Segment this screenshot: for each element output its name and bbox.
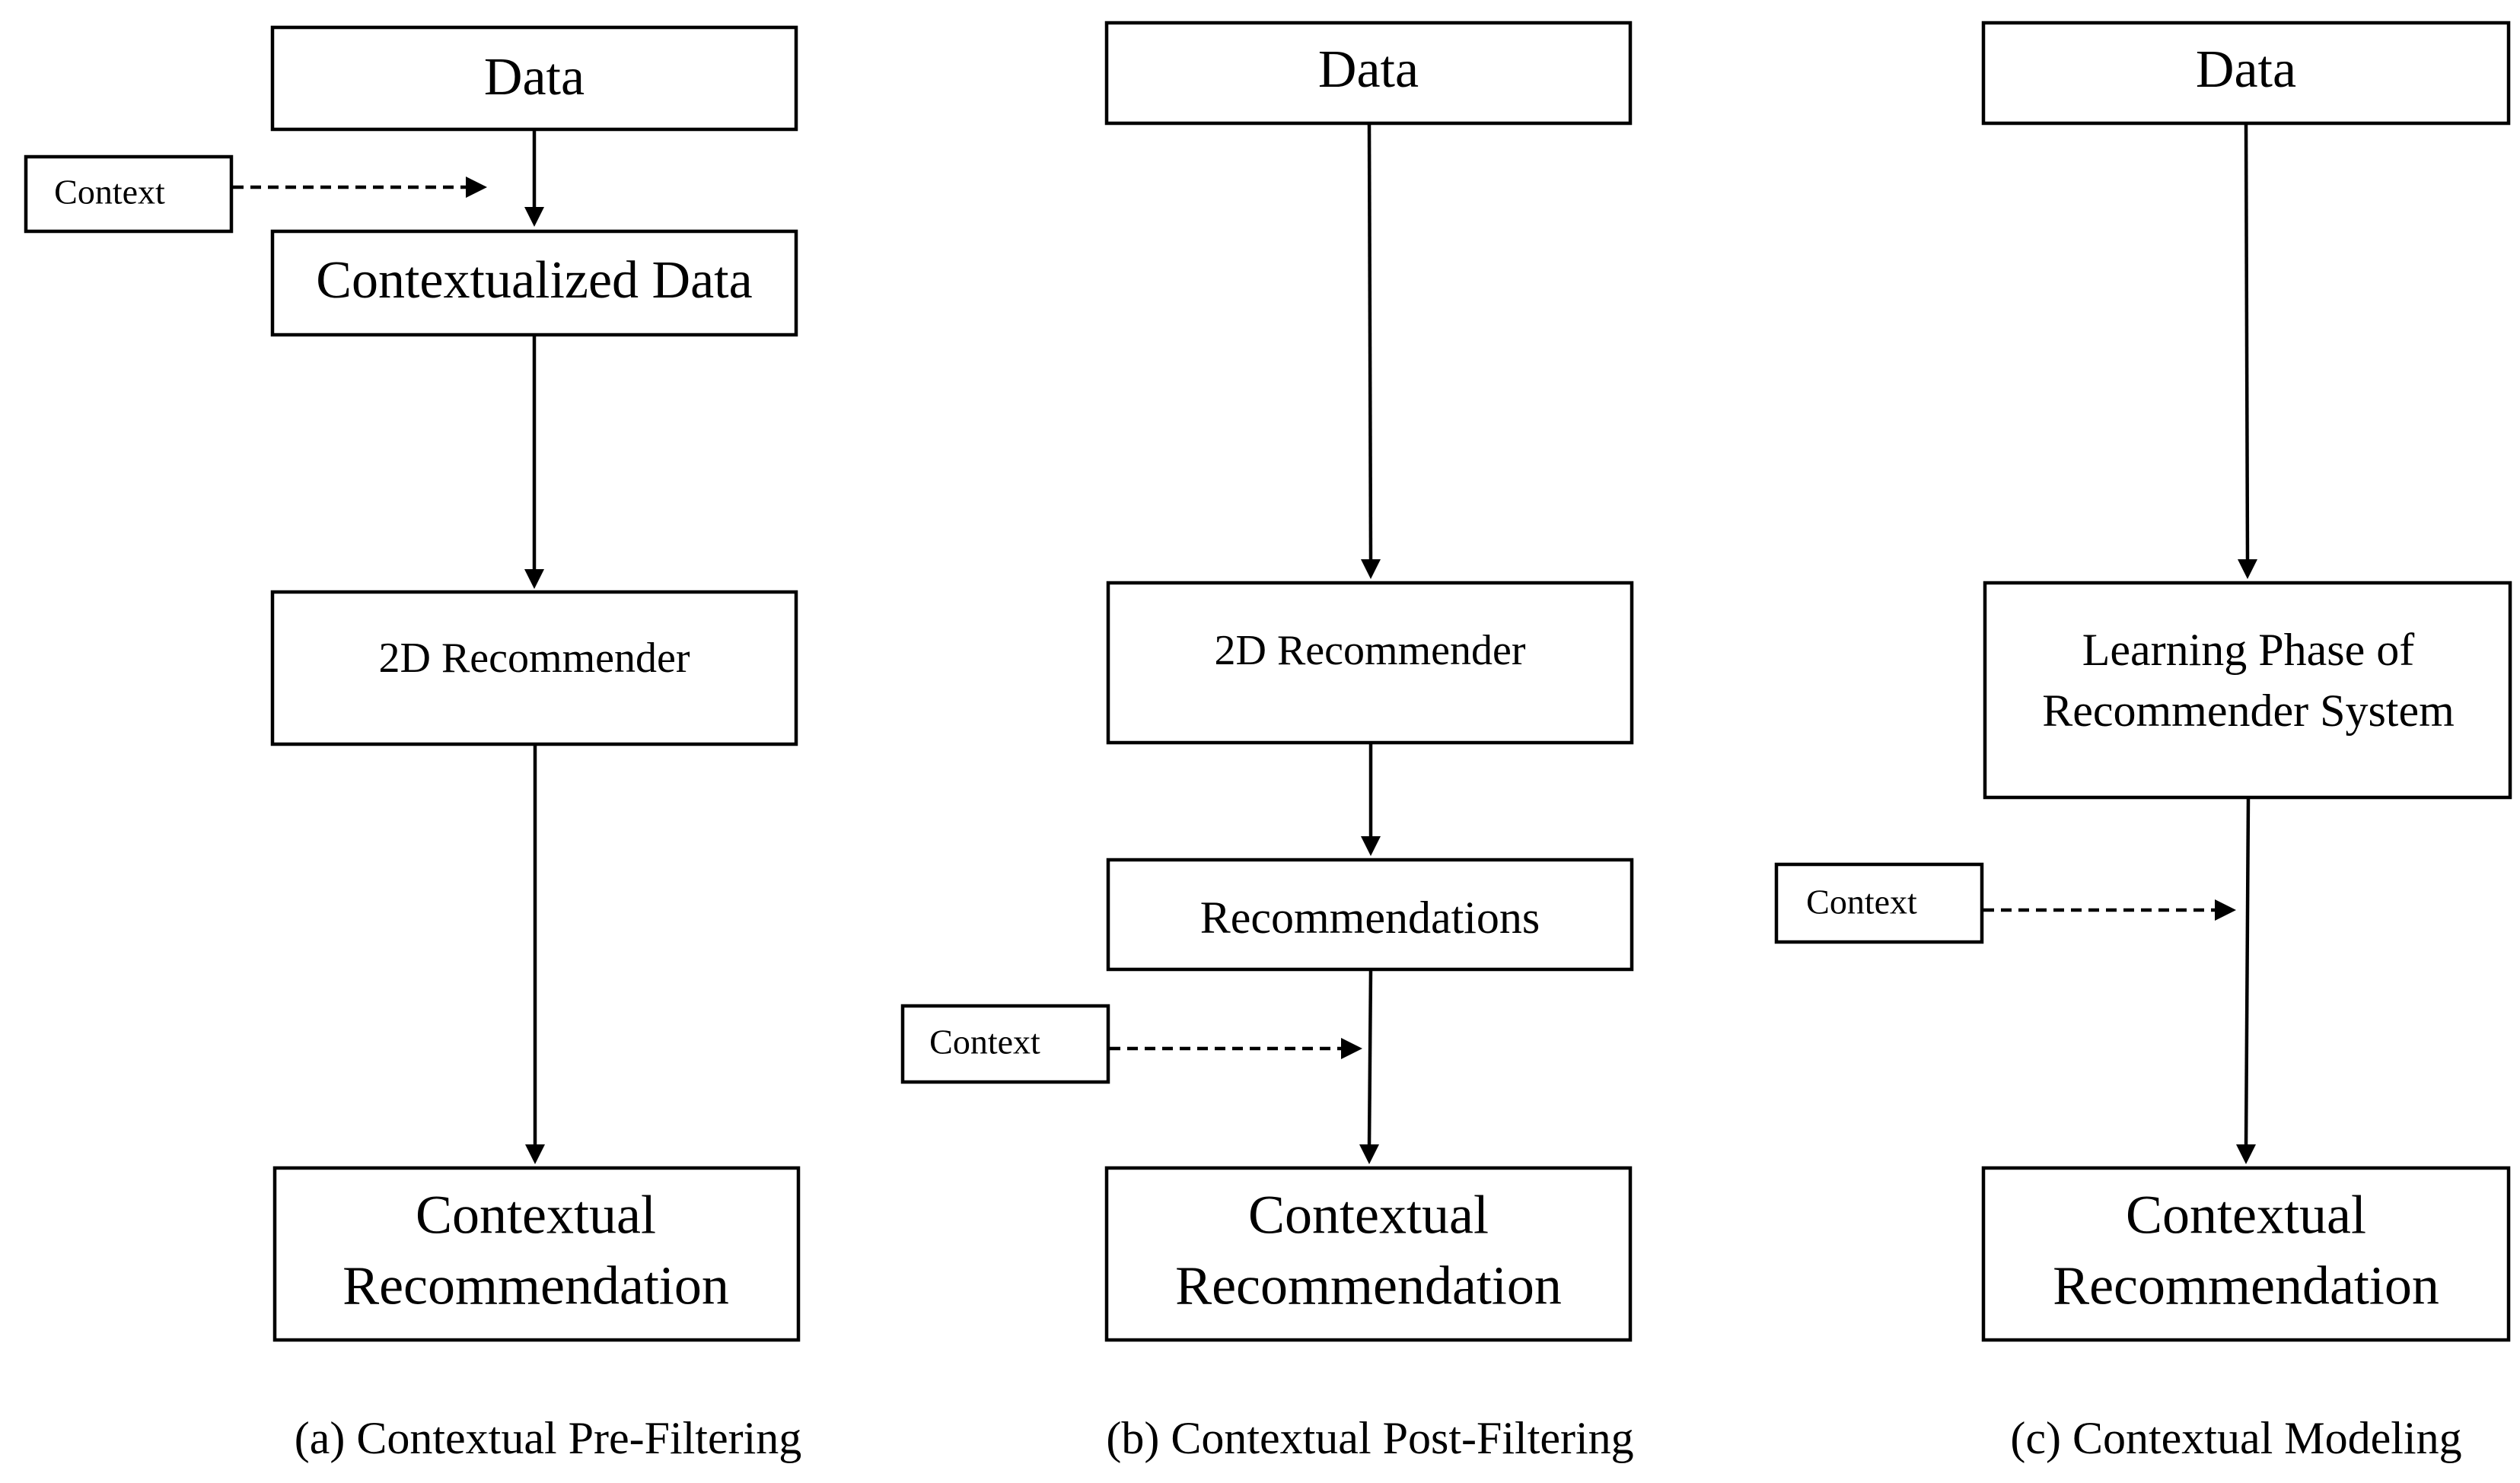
panel-c-context-arrowhead bbox=[2215, 899, 2236, 921]
panel-c-caption: (c) Contextual Modeling bbox=[2010, 1413, 2461, 1463]
panel-c-context-box: Context bbox=[1774, 862, 1984, 944]
panel-c-modeling: Data Learning Phase of Recommender Syste… bbox=[1774, 21, 2512, 1463]
panel-b-context-box: Context bbox=[900, 1004, 1110, 1084]
panel-a-contextualized-data-box: Contextualized Data bbox=[270, 229, 798, 337]
panel-b-arrow-recommendations-to-result bbox=[1367, 969, 1373, 1148]
panel-b-result-line-1: Contextual bbox=[1248, 1185, 1489, 1246]
panel-c-context-label: Context bbox=[1806, 883, 1917, 921]
panel-b-recommendations-label: Recommendations bbox=[1200, 893, 1540, 943]
panel-a-arrowhead-2 bbox=[524, 569, 544, 589]
panel-c-contextual-recommendation-box: Contextual Recommendation bbox=[1981, 1166, 2511, 1342]
panel-c-data-label: Data bbox=[2196, 40, 2296, 99]
panel-b-data-label: Data bbox=[1318, 40, 1419, 99]
panel-a-data-label: Data bbox=[484, 48, 585, 107]
panel-a-caption: (a) Contextual Pre-Filtering bbox=[295, 1413, 802, 1463]
panel-c-result-line-2: Recommendation bbox=[2053, 1255, 2439, 1316]
panel-a-context-box: Context bbox=[24, 154, 234, 234]
panel-c-learning-phase-box: Learning Phase of Recommender System bbox=[1983, 581, 2512, 800]
panel-b-arrow-data-to-recommender bbox=[1367, 123, 1373, 562]
panel-b-contextual-recommendation-box: Contextual Recommendation bbox=[1104, 1166, 1633, 1342]
panel-b-2d-recommender-box: 2D Recommender bbox=[1106, 581, 1634, 745]
panel-a-2d-recommender-box: 2D Recommender bbox=[270, 590, 798, 746]
panel-b-post-filtering: Data 2D Recommender Recommendations Cont… bbox=[900, 21, 1634, 1463]
panel-a-context-label: Context bbox=[54, 173, 165, 212]
panel-c-arrowhead-2 bbox=[2236, 1144, 2256, 1164]
panel-b-data-box: Data bbox=[1104, 21, 1633, 126]
panel-a-result-line-1: Contextual bbox=[416, 1185, 656, 1246]
panel-b-arrowhead-3 bbox=[1359, 1144, 1379, 1164]
panel-a-2d-recommender-label: 2D Recommender bbox=[379, 635, 690, 682]
panel-b-context-label: Context bbox=[929, 1023, 1040, 1061]
panel-c-data-box: Data bbox=[1981, 21, 2511, 126]
panel-a-arrowhead-3 bbox=[525, 1144, 545, 1164]
panel-b-recommendations-box: Recommendations bbox=[1106, 858, 1634, 972]
panel-c-learning-line-1: Learning Phase of bbox=[2082, 625, 2415, 675]
panel-b-arrowhead-2 bbox=[1361, 836, 1381, 856]
panel-a-contextual-recommendation-box: Contextual Recommendation bbox=[272, 1166, 801, 1342]
panel-c-arrow-learning-to-result bbox=[2244, 797, 2251, 1148]
panel-b-result-line-2: Recommendation bbox=[1175, 1255, 1562, 1316]
panel-b-context-arrowhead bbox=[1341, 1038, 1362, 1059]
panel-c-arrowhead-1 bbox=[2238, 559, 2257, 579]
panel-b-2d-recommender-label: 2D Recommender bbox=[1215, 627, 1526, 674]
panel-a-result-line-2: Recommendation bbox=[342, 1255, 729, 1316]
panel-a-arrowhead-1 bbox=[524, 207, 544, 227]
panel-c-result-line-1: Contextual bbox=[2126, 1185, 2366, 1246]
panel-b-caption: (b) Contextual Post-Filtering bbox=[1106, 1413, 1633, 1463]
panel-b-arrowhead-1 bbox=[1361, 559, 1381, 579]
panel-a-data-box: Data bbox=[270, 25, 798, 132]
panel-a-pre-filtering: Data Context Contextualized Data 2D Reco… bbox=[24, 25, 802, 1463]
panel-c-learning-line-2: Recommender System bbox=[2042, 686, 2455, 736]
panel-a-contextualized-data-label: Contextualized Data bbox=[316, 251, 752, 310]
panel-c-arrow-data-to-learning bbox=[2244, 123, 2250, 562]
panel-a-context-arrowhead bbox=[466, 177, 487, 198]
